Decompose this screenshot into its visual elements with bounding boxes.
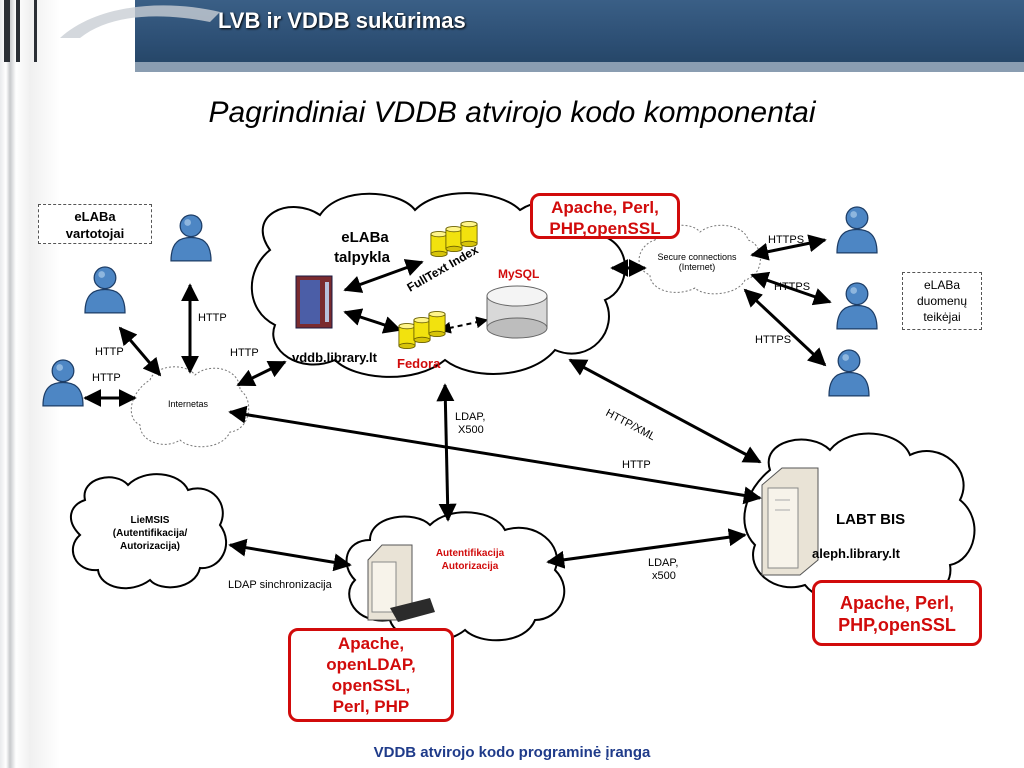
server-icon — [295, 275, 333, 329]
header-band — [135, 62, 1024, 72]
auth-server-icon — [367, 544, 435, 622]
edge-label: HTTP — [92, 372, 121, 384]
callout-right: Apache, Perl, PHP,openSSL — [812, 580, 982, 646]
auth-label: Autorizacija — [442, 561, 499, 572]
cloud-secure — [638, 224, 761, 295]
edge-label: LDAP sinchronizacija — [228, 579, 333, 591]
liemsis-label: (Autentifikacija/ — [113, 528, 188, 539]
liemsis-label: LieMSIS — [131, 515, 170, 526]
edge-label: HTTP/XML — [604, 407, 658, 443]
talpykla-label: eLABa — [341, 229, 389, 246]
fedora-label: Fedora — [397, 356, 441, 371]
fedora-db-icon — [428, 310, 446, 338]
duomenu-label: teikėjai — [923, 310, 961, 324]
tower-server-icon — [761, 467, 819, 576]
fedora-db-icon — [398, 322, 416, 350]
edge-label: HTTP — [622, 459, 651, 471]
user-icon — [84, 266, 126, 314]
callout-line: PHP,openSSL — [838, 615, 956, 635]
user-icon — [170, 214, 212, 262]
duomenu-teikejai-box: eLABa duomenų teikėjai — [902, 272, 982, 330]
connection-arrows — [83, 234, 832, 572]
fulltext-db-icon — [430, 230, 448, 258]
provider-icon — [828, 349, 870, 397]
callout-line: Perl, PHP — [332, 697, 410, 716]
callout-line: openLDAP, — [326, 655, 416, 674]
liemsis-label: Autorizacija) — [120, 541, 180, 552]
edge-label: HTTP — [230, 347, 259, 359]
aleph-host-label: aleph.library.lt — [812, 546, 901, 561]
fulltext-db-icon — [460, 220, 478, 248]
callout-line: Apache, Perl, — [551, 198, 659, 217]
callout-top: Apache, Perl, PHP,openSSL — [530, 193, 680, 239]
internetas-label: Internetas — [168, 399, 209, 409]
callout-line: Apache, Perl, — [839, 593, 955, 613]
callout-line: Apache, — [337, 634, 405, 653]
vartotojai-label: eLABa vartotojai — [65, 209, 125, 241]
provider-icon — [836, 282, 878, 330]
slide-title: LVB ir VDDB sukūrimas — [218, 8, 466, 33]
slide-subtitle: Pagrindiniai VDDB atvirojo kodo komponen… — [208, 96, 816, 129]
header-bar — [135, 0, 1024, 72]
fedora-mysql-link — [438, 316, 489, 334]
duomenu-label: duomenų — [916, 294, 968, 308]
callout-bottom: Apache, openLDAP, openSSL, Perl, PHP — [288, 628, 454, 722]
edge-label: LDAP, — [648, 557, 678, 569]
vartotojai-box: eLABa vartotojai — [38, 204, 152, 244]
callout-line: PHP,openSSL — [549, 219, 661, 238]
stripe-bar — [34, 0, 37, 62]
edge-label: HTTPS — [774, 281, 810, 293]
edge-label: HTTPS — [768, 234, 804, 246]
edge-label: X500 — [458, 424, 484, 436]
stripe-bar — [16, 0, 20, 62]
vddb-host-label: vddb.library.lt — [292, 350, 378, 365]
cloud-liemsis — [70, 473, 227, 590]
mysql-db-icon — [486, 285, 548, 339]
callout-line: openSSL, — [331, 676, 411, 695]
edge-label: x500 — [652, 570, 676, 582]
labt-bis-label: LABT BIS — [836, 511, 905, 528]
provider-icon — [836, 206, 878, 254]
secure-label: Secure connections — [657, 252, 737, 262]
logo-swoosh — [60, 5, 220, 38]
edge-label: HTTPS — [755, 334, 791, 346]
secure-label: (Internet) — [679, 262, 716, 272]
edge-label: LDAP, — [455, 411, 485, 423]
edge-label: HTTP — [198, 312, 227, 324]
fulltext-db-icon — [445, 225, 463, 253]
mysql-label: MySQL — [498, 267, 539, 281]
user-icon — [42, 359, 84, 407]
edge-label: HTTP — [95, 346, 124, 358]
fedora-db-icon — [413, 316, 431, 344]
talpykla-label: talpykla — [334, 249, 391, 266]
slide-footer: VDDB atvirojo kodo programinė įranga — [373, 744, 651, 761]
stripe-bar — [4, 0, 10, 62]
duomenu-label: eLABa — [923, 278, 961, 292]
auth-label: Autentifikacija — [436, 548, 505, 559]
